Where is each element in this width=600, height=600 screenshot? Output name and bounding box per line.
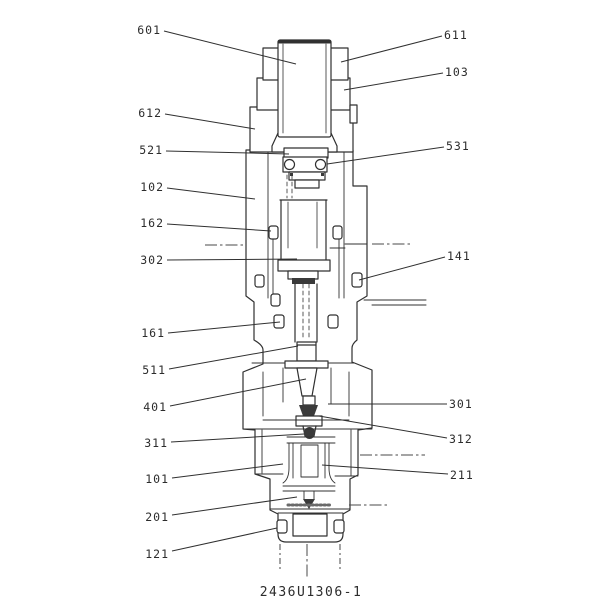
leader-line-611 [340,35,443,63]
leader-line-311 [170,433,305,443]
leader-line-521 [165,150,290,155]
part-label-162: 162 [140,216,164,230]
ball-311 [304,427,315,439]
part-label-121: 121 [145,547,169,561]
o-ring-531 [314,158,327,171]
inner-bore-walls [267,151,368,299]
leader-line-161 [167,321,281,334]
leader-line-302 [166,258,298,261]
seal-162-right [332,225,343,240]
main-spool [277,174,331,343]
seal-121-left [276,519,288,534]
part-label-312: 312 [449,432,473,446]
part-label-211: 211 [450,468,474,482]
part-label-301: 301 [449,397,473,411]
part-label-201: 201 [145,510,169,524]
part-label-601: 601 [137,23,161,37]
part-label-161: 161 [141,326,165,340]
lower-body-internals [254,429,359,509]
seat-plate [284,360,329,369]
part-label-302: 302 [140,253,164,267]
leader-line-312 [318,415,448,439]
part-label-531: 531 [446,139,470,153]
leader-line-401 [169,378,307,407]
part-label-311: 311 [144,436,168,450]
leader-line-103 [343,72,444,91]
o-ring-521 [283,158,296,171]
part-label-611: 611 [444,28,468,42]
leader-line-102 [166,187,256,200]
seal-121-right [333,519,345,534]
port-lines [363,299,427,306]
leader-line-511 [168,345,299,370]
pilot-piston-and-cone [284,341,329,439]
drawing-number: 2436U1306-1 [260,585,363,600]
leader-line-601 [163,30,297,65]
poppet-tip [299,405,318,416]
body-seals [254,225,363,329]
part-label-101: 101 [145,472,169,486]
leader-line-101 [171,463,284,479]
part-label-141: 141 [447,249,471,263]
seal-141 [351,272,363,288]
seal-162-left [268,225,279,240]
part-label-401: 401 [143,400,167,414]
flange-chamber [242,362,373,430]
seal-upper-left [270,293,281,307]
adjustment-cap [271,39,338,153]
part-label-103: 103 [445,65,469,79]
leader-line-141 [358,256,446,281]
bottom-cap [269,508,351,537]
part-label-521: 521 [139,143,163,157]
seal-161-left [273,314,285,329]
part-label-102: 102 [140,180,164,194]
leader-line-612 [164,113,256,130]
plunger-211 [300,444,319,478]
leader-line-201 [171,496,298,516]
part-number-callouts: 601 612 521 102 162 302 161 511 401 311 101 201 121 6… [137,23,474,561]
seal-161-right [327,314,339,329]
bottom-plug-bore [292,513,328,537]
leader-line-531 [326,146,445,165]
part-label-511: 511 [142,363,166,377]
leader-line-211 [321,464,449,475]
leader-line-121 [171,527,278,552]
part-label-612: 612 [138,106,162,120]
o-ring-gland [282,147,329,189]
leader-line-162 [166,223,272,232]
seal-left-mid [254,274,265,288]
centerlines [205,243,425,578]
seat-312 [295,415,323,427]
